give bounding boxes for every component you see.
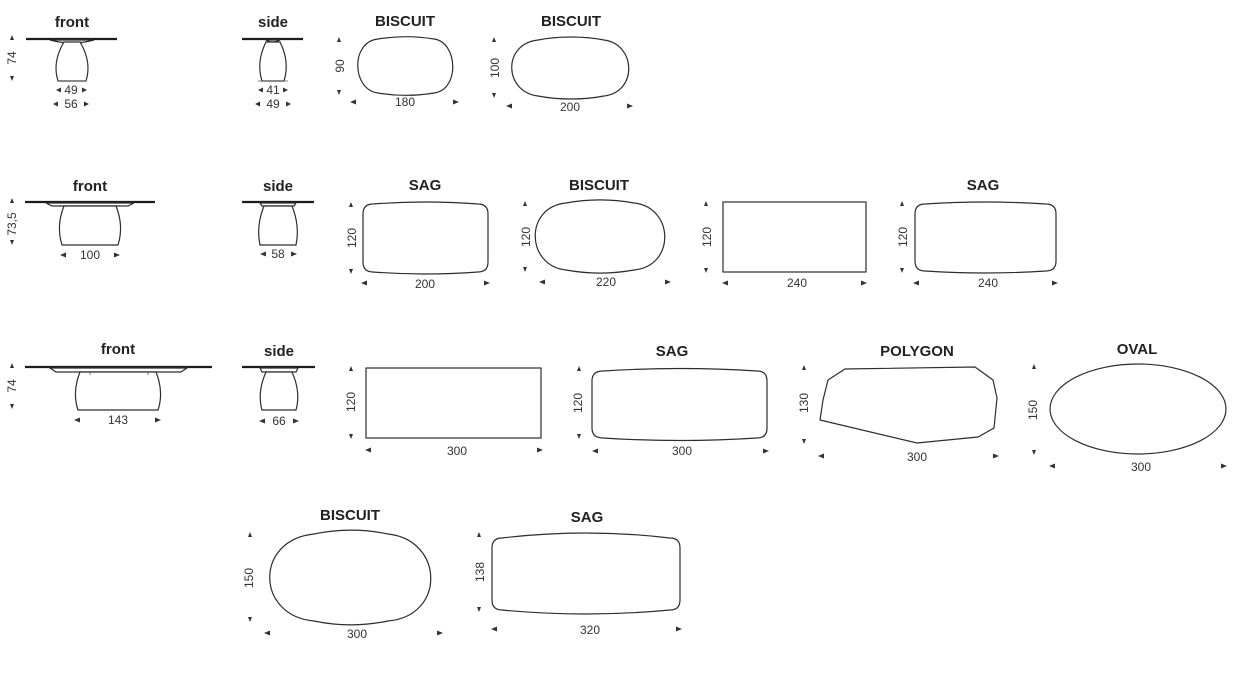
row3-top2-depth: 120	[571, 393, 585, 413]
row4-top-sag-320: SAG 138 320	[473, 509, 682, 637]
row1-top-biscuit-180: BISCUIT 90 180	[333, 13, 459, 109]
row2-front-base-width: 100	[80, 248, 100, 262]
row1-top2-depth: 100	[488, 58, 502, 78]
row3-side-base-width: 66	[272, 414, 286, 428]
row1-front-height-arrow-up	[10, 35, 14, 40]
row3-top3-width: 300	[907, 450, 927, 464]
row3-front-height: 74	[5, 379, 19, 393]
row4-top1-width: 300	[347, 627, 367, 641]
row1-front-base-width: 49	[64, 83, 78, 97]
row3-top2-shape-name: SAG	[656, 343, 689, 360]
row3-top1-width: 300	[447, 444, 467, 458]
row3-front-view: front 74 143	[5, 341, 212, 427]
row3-front-title: front	[101, 341, 135, 358]
row2-front-height: 73,5	[5, 212, 19, 236]
row1-top2-width: 200	[560, 100, 580, 114]
row2-front-view: front 73,5 100	[5, 178, 155, 262]
row3-side-view: side 66	[242, 343, 315, 428]
row4-top1-shape-name: BISCUIT	[320, 507, 380, 524]
row2-side-view: side 58	[242, 178, 314, 261]
row2-front-title: front	[73, 178, 107, 195]
row3-top4-depth: 150	[1026, 400, 1040, 420]
row4-top2-shape-name: SAG	[571, 509, 604, 526]
row3-side-title: side	[264, 343, 294, 360]
row1-front-height: 74	[5, 51, 19, 65]
row2-top3-depth: 120	[700, 227, 714, 247]
row3-top-sag-300: SAG 120 300	[571, 343, 769, 458]
row3-front-base-width: 143	[108, 413, 128, 427]
row3-top4-width: 300	[1131, 460, 1151, 474]
row2-top1-width: 200	[415, 277, 435, 291]
row4-top-biscuit-300: BISCUIT 150 300	[242, 507, 443, 641]
row4-top1-depth: 150	[242, 568, 256, 588]
row1-side-view: side 41 49	[242, 14, 303, 111]
row2-top4-shape-name: SAG	[967, 177, 1000, 194]
row3-top1-depth: 120	[344, 392, 358, 412]
row3-top3-depth: 130	[797, 393, 811, 413]
row3-top2-width: 300	[672, 444, 692, 458]
row1-top2-shape-name: BISCUIT	[541, 13, 601, 30]
row2-top-biscuit-220: BISCUIT 120 220	[519, 177, 671, 289]
row2-side-title: side	[263, 178, 293, 195]
row3-top-oval-300: OVAL 150 300	[1026, 341, 1227, 474]
row3-top3-shape-name: POLYGON	[880, 343, 954, 360]
row4-top2-depth: 138	[473, 562, 487, 582]
row1-side-title: side	[258, 14, 288, 31]
row2-top1-shape-name: SAG	[409, 177, 442, 194]
row1-front-title: front	[55, 14, 89, 31]
row2-top1-depth: 120	[345, 228, 359, 248]
row2-top2-width: 220	[596, 275, 616, 289]
row2-top4-width: 240	[978, 276, 998, 290]
row2-top3-width: 240	[787, 276, 807, 290]
row2-top-sag-240: SAG 120 240	[896, 177, 1058, 290]
row2-side-base-width: 58	[271, 247, 285, 261]
row1-side-base-width: 41	[266, 83, 280, 97]
row1-top-biscuit-200: BISCUIT 100 200	[488, 13, 633, 114]
row3-top-rectangle-300: 120 300	[344, 366, 543, 458]
row1-front-foot-width: 56	[64, 97, 78, 111]
row3-top-polygon-300: POLYGON 130 300	[797, 343, 999, 464]
row1-front-height-arrow-down	[10, 76, 14, 81]
row1-top1-depth: 90	[333, 59, 347, 73]
row2-top-sag-200: SAG 120 200	[345, 177, 490, 291]
row1-side-foot-width: 49	[266, 97, 280, 111]
row2-top2-shape-name: BISCUIT	[569, 177, 629, 194]
row1-top1-shape-name: BISCUIT	[375, 13, 435, 30]
row3-top4-shape-name: OVAL	[1117, 341, 1158, 358]
row2-top2-depth: 120	[519, 227, 533, 247]
row1-front-view: front 74 49 56	[5, 14, 117, 111]
row2-top-rectangle-240: 120 240	[700, 201, 867, 290]
row4-top2-width: 320	[580, 623, 600, 637]
row2-top4-depth: 120	[896, 227, 910, 247]
row1-top1-width: 180	[395, 95, 415, 109]
